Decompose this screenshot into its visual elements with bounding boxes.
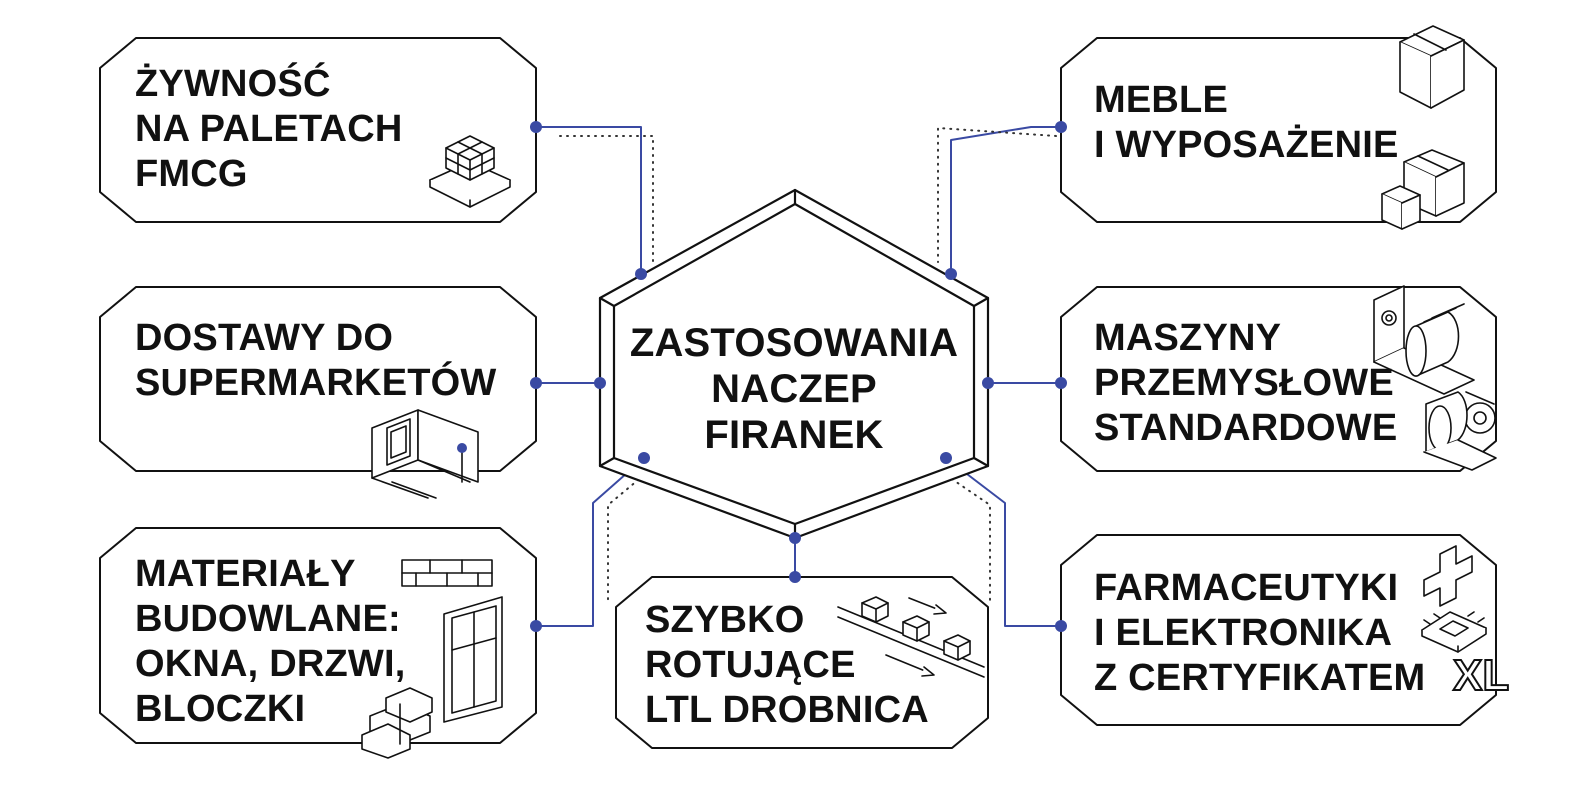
machinery-label-line: MASZYNY	[1094, 317, 1282, 359]
center-title-line: FIRANEK	[704, 413, 884, 457]
connector-pharma	[945, 457, 1062, 627]
supermarkets-box	[99, 286, 537, 472]
supermarkets-label-line: DOSTAWY DO	[135, 317, 394, 359]
furniture-label-line: I WYPOSAŻENIE	[1094, 124, 1399, 166]
ltl-label-line: SZYBKO	[645, 599, 805, 641]
building-label-line: BLOCZKI	[135, 688, 306, 730]
furniture-label-line: MEBLE	[1094, 79, 1228, 121]
pharma-label-line: I ELEKTRONIKA	[1094, 612, 1393, 654]
building-label-line: BUDOWLANE:	[135, 598, 401, 640]
furniture-box	[1060, 37, 1497, 223]
connector-dots	[530, 121, 1067, 632]
center-title-line: NACZEP	[711, 367, 877, 411]
xl-badge: XL	[1452, 651, 1510, 700]
ltl-label-line: LTL DROBNICA	[645, 689, 929, 731]
connector-building	[535, 457, 645, 627]
supermarkets-label-line: SUPERMARKETÓW	[135, 362, 497, 404]
conveyor-parcels-icon	[837, 596, 985, 678]
furniture-label: MEBLE I WYPOSAŻENIE	[1094, 78, 1399, 168]
food-label-line: FMCG	[135, 153, 248, 195]
center-title-line: ZASTOSOWANIA	[629, 321, 959, 365]
pharma-label: FARMACEUTYKI I ELEKTRONIKA Z CERTYFIKATE…	[1094, 566, 1425, 701]
food-box	[99, 37, 537, 223]
bricks-window-icon	[361, 559, 503, 759]
machinery-label-line: STANDARDOWE	[1094, 407, 1398, 449]
pharma-box	[1060, 534, 1497, 726]
pallet-boxes-icon	[429, 135, 511, 208]
building-box	[99, 527, 537, 744]
connector-furniture	[950, 126, 1062, 275]
dotted-traces	[559, 127, 1057, 601]
center-title: ZASTOSOWANIA NACZEP FIRANEK	[600, 320, 988, 458]
cross-chip-icon	[1421, 545, 1487, 653]
machinery-label-line: PRZEMYSŁOWE	[1094, 362, 1394, 404]
connector-food	[535, 126, 642, 275]
pharma-label-line: FARMACEUTYKI	[1094, 567, 1399, 609]
building-label-line: MATERIAŁY	[135, 553, 356, 595]
industrial-motor-icon	[1373, 285, 1497, 471]
machinery-label: MASZYNY PRZEMYSŁOWE STANDARDOWE	[1094, 316, 1397, 451]
food-label: ŻYWNOŚĆ NA PALETACH FMCG	[135, 62, 402, 197]
building-label-line: OKNA, DRZWI,	[135, 643, 406, 685]
ltl-box	[615, 576, 989, 749]
food-label-line: NA PALETACH	[135, 108, 403, 150]
ltl-label: SZYBKO ROTUJĄCE LTL DROBNICA	[645, 598, 929, 733]
connectors	[535, 126, 1062, 627]
building-label: MATERIAŁY BUDOWLANE: OKNA, DRZWI, BLOCZK…	[135, 552, 405, 732]
ltl-label-line: ROTUJĄCE	[645, 644, 856, 686]
food-label-line: ŻYWNOŚĆ	[135, 63, 331, 105]
machinery-box	[1060, 286, 1497, 472]
pharma-label-line: Z CERTYFIKATEM	[1094, 657, 1426, 699]
loading-dock-icon	[371, 409, 479, 499]
stacked-boxes-icon	[1381, 25, 1465, 230]
supermarkets-label: DOSTAWY DO SUPERMARKETÓW	[135, 316, 497, 406]
